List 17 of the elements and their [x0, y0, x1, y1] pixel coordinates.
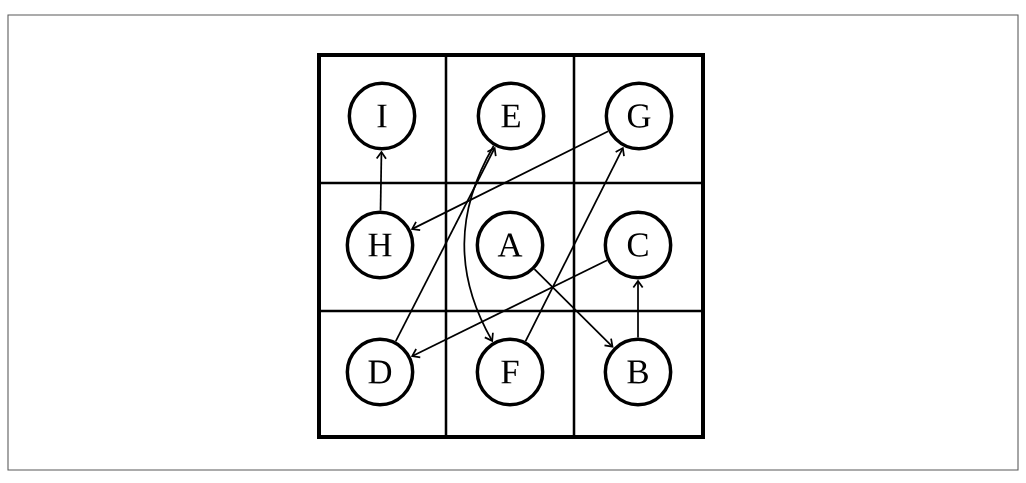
arrow — [410, 130, 610, 232]
circle-node: G — [604, 81, 674, 151]
circle-node: C — [603, 210, 673, 280]
arrow — [410, 259, 608, 359]
circle-node: B — [603, 337, 673, 407]
arrow — [533, 268, 614, 348]
circle-node: H — [345, 210, 415, 280]
circle-node: A — [475, 210, 545, 280]
arrow — [463, 144, 495, 343]
circle-node: F — [475, 337, 545, 407]
circle-node: D — [345, 337, 415, 407]
arrow — [632, 279, 644, 339]
circle-node: E — [476, 81, 546, 151]
arrow — [375, 150, 387, 212]
arrow — [524, 146, 625, 343]
arrow — [394, 146, 497, 343]
circle-node: I — [347, 81, 417, 151]
